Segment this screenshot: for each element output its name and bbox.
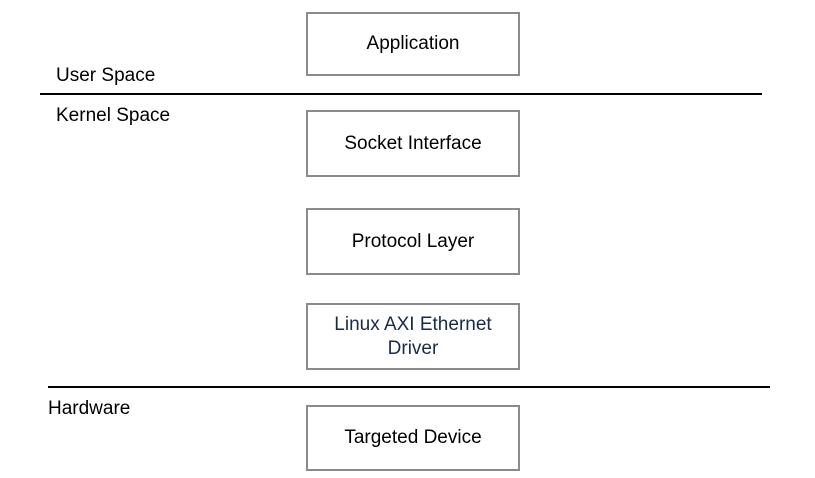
ethernet-driver-box: Linux AXI Ethernet Driver — [306, 303, 520, 370]
ethernet-driver-label-line2: Driver — [387, 337, 439, 359]
socket-interface-box: Socket Interface — [306, 110, 520, 177]
targeted-device-box: Targeted Device — [306, 405, 520, 471]
application-box: Application — [306, 12, 520, 76]
user-space-label: User Space — [56, 65, 156, 86]
protocol-layer-label: Protocol Layer — [351, 230, 475, 252]
protocol-layer-box: Protocol Layer — [306, 208, 520, 275]
socket-interface-label: Socket Interface — [344, 132, 482, 154]
kernel-hardware-divider — [48, 386, 770, 388]
application-label: Application — [366, 33, 460, 54]
ethernet-driver-label-line1: Linux AXI Ethernet — [334, 313, 492, 335]
hardware-label: Hardware — [48, 398, 131, 419]
ethernet-driver-label: Linux AXI Ethernet Driver — [324, 313, 501, 361]
user-kernel-divider — [40, 93, 762, 95]
targeted-device-label: Targeted Device — [344, 427, 482, 448]
kernel-space-label: Kernel Space — [56, 105, 171, 126]
